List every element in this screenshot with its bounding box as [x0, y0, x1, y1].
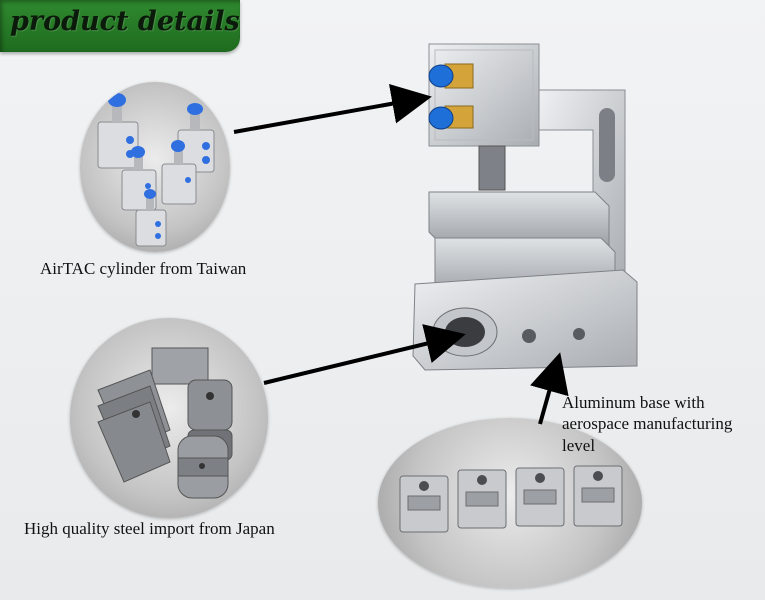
cylinder-group-image — [97, 93, 215, 247]
cylinder-caption: AirTAC cylinder from Taiwan — [40, 259, 247, 278]
cylinder-arrow — [233, 83, 432, 134]
cylinder-photo — [80, 82, 230, 252]
steel-photo — [70, 318, 268, 518]
header-badge: product details — [0, 0, 240, 52]
aluminum-parts-image — [399, 465, 623, 533]
steel-parts-image — [97, 347, 233, 499]
aluminum-photo — [378, 418, 642, 588]
die-set-product-image — [412, 43, 638, 371]
steel-caption: High quality steel import from Japan — [24, 519, 275, 538]
steel-arrow — [263, 324, 466, 385]
base-caption: Aluminum base with aerospace manufacturi… — [562, 393, 733, 455]
page-title: product details — [10, 6, 240, 37]
base-arrow — [530, 352, 569, 425]
